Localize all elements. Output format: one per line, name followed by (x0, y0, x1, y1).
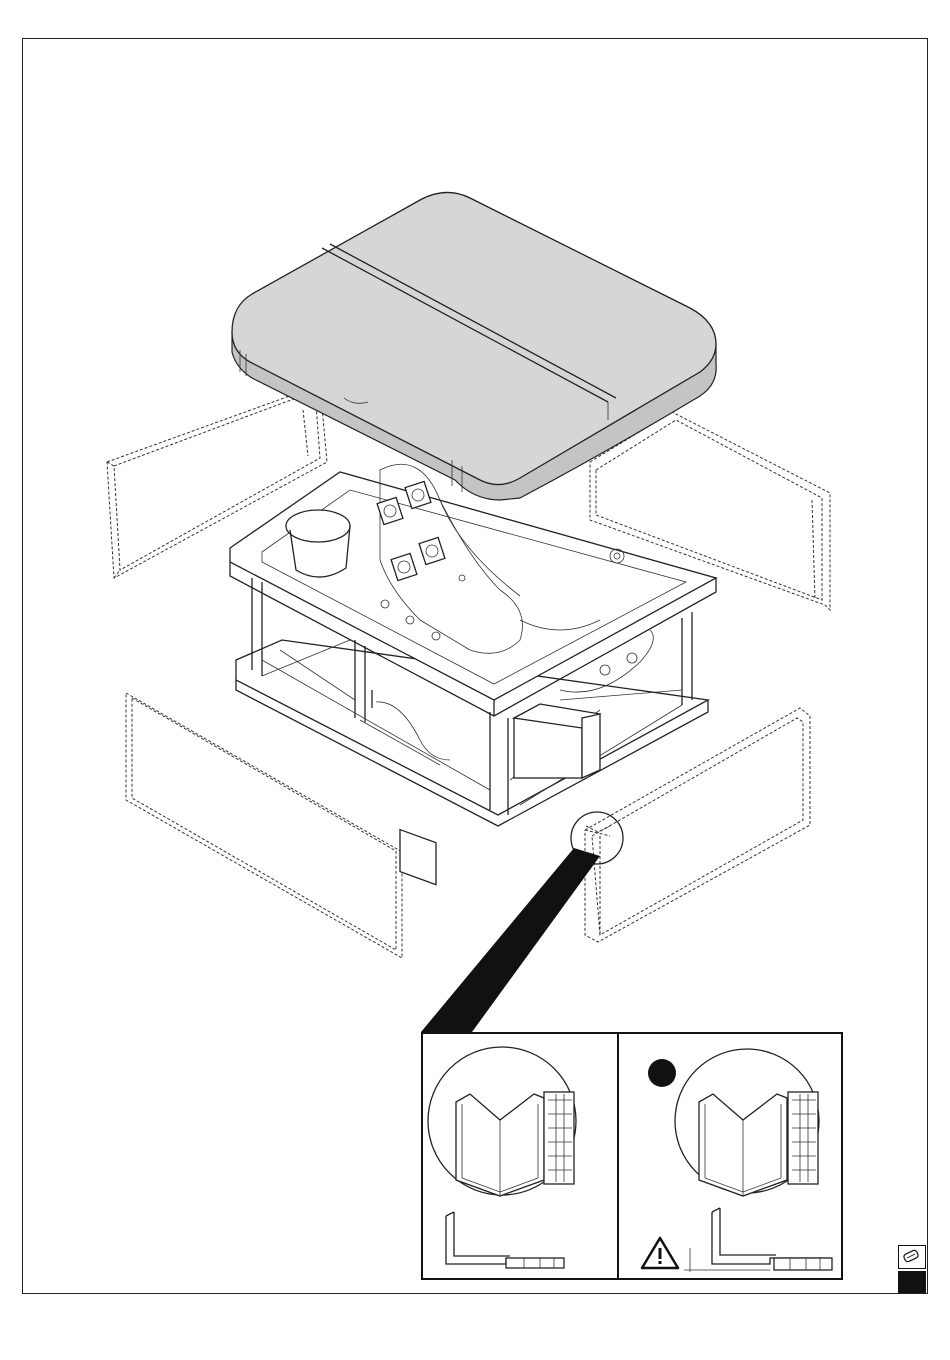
page-tab-marker (898, 1271, 926, 1293)
note-pencil-icon (898, 1245, 926, 1269)
detail-divider (617, 1032, 619, 1280)
spa-tub (230, 464, 716, 884)
corner-detail-box (421, 1032, 843, 1280)
spa-cover (232, 192, 716, 500)
